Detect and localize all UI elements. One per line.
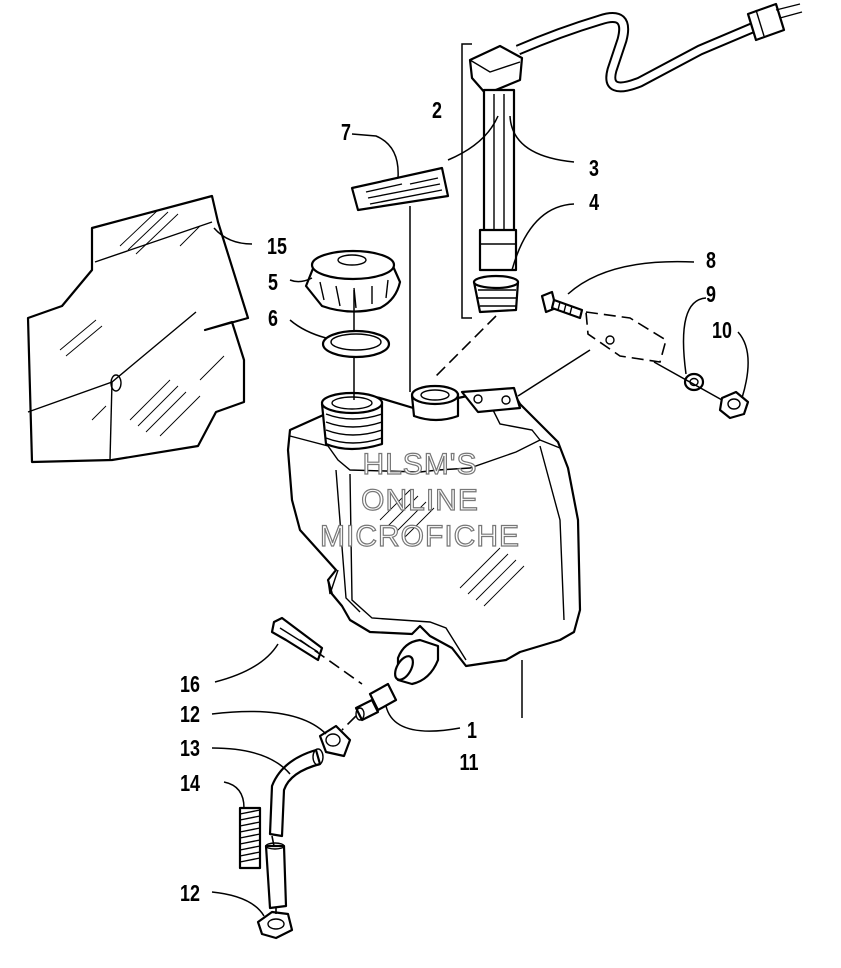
watermark: HLSM'S ONLINE MICROFICHE bbox=[319, 447, 520, 553]
decal-part bbox=[350, 166, 450, 212]
callout-3: 3 bbox=[589, 156, 599, 182]
callout-12-lower: 12 bbox=[180, 881, 200, 907]
callout-14: 14 bbox=[180, 771, 200, 797]
grommet-part bbox=[472, 274, 520, 314]
level-sender-part bbox=[468, 2, 803, 272]
callout-1: 1 bbox=[467, 718, 477, 744]
callout-12-upper: 12 bbox=[180, 702, 200, 728]
callout-13: 13 bbox=[180, 736, 200, 762]
hose-part bbox=[264, 748, 324, 910]
callout-11: 11 bbox=[460, 750, 479, 776]
callout-2: 2 bbox=[432, 98, 442, 124]
washer-part bbox=[683, 372, 705, 392]
assembly-lines bbox=[271, 206, 723, 914]
hose-clamp-upper-part bbox=[318, 724, 352, 758]
callout-labels: 1 2 3 4 5 6 7 8 9 10 11 12 12 13 14 15 1… bbox=[180, 98, 732, 907]
spring-part bbox=[238, 806, 262, 870]
callout-16: 16 bbox=[180, 672, 200, 698]
hose-clamp-lower-part bbox=[256, 910, 294, 940]
spacer-part bbox=[585, 311, 667, 363]
callout-4: 4 bbox=[589, 190, 599, 216]
callout-5: 5 bbox=[268, 270, 278, 296]
fitting-part bbox=[354, 682, 398, 722]
oil-tank-part bbox=[286, 384, 582, 686]
leader-lines bbox=[211, 115, 749, 917]
callout-9: 9 bbox=[706, 282, 716, 308]
cap-gasket-part bbox=[321, 329, 391, 359]
bolt-part bbox=[540, 290, 584, 320]
callout-15: 15 bbox=[267, 234, 287, 260]
shield-panel-part bbox=[26, 194, 250, 464]
watermark-line-3: MICROFICHE bbox=[320, 520, 520, 553]
callout-7: 7 bbox=[341, 120, 351, 146]
watermark-line-1: HLSM'S bbox=[362, 448, 477, 481]
filler-cap-part bbox=[304, 249, 402, 313]
watermark-line-2: ONLINE bbox=[361, 484, 479, 517]
nut-part bbox=[718, 390, 750, 420]
callout-10: 10 bbox=[712, 318, 732, 344]
callout-8: 8 bbox=[706, 248, 716, 274]
clamp-part bbox=[270, 616, 324, 662]
callout-6: 6 bbox=[268, 306, 278, 332]
